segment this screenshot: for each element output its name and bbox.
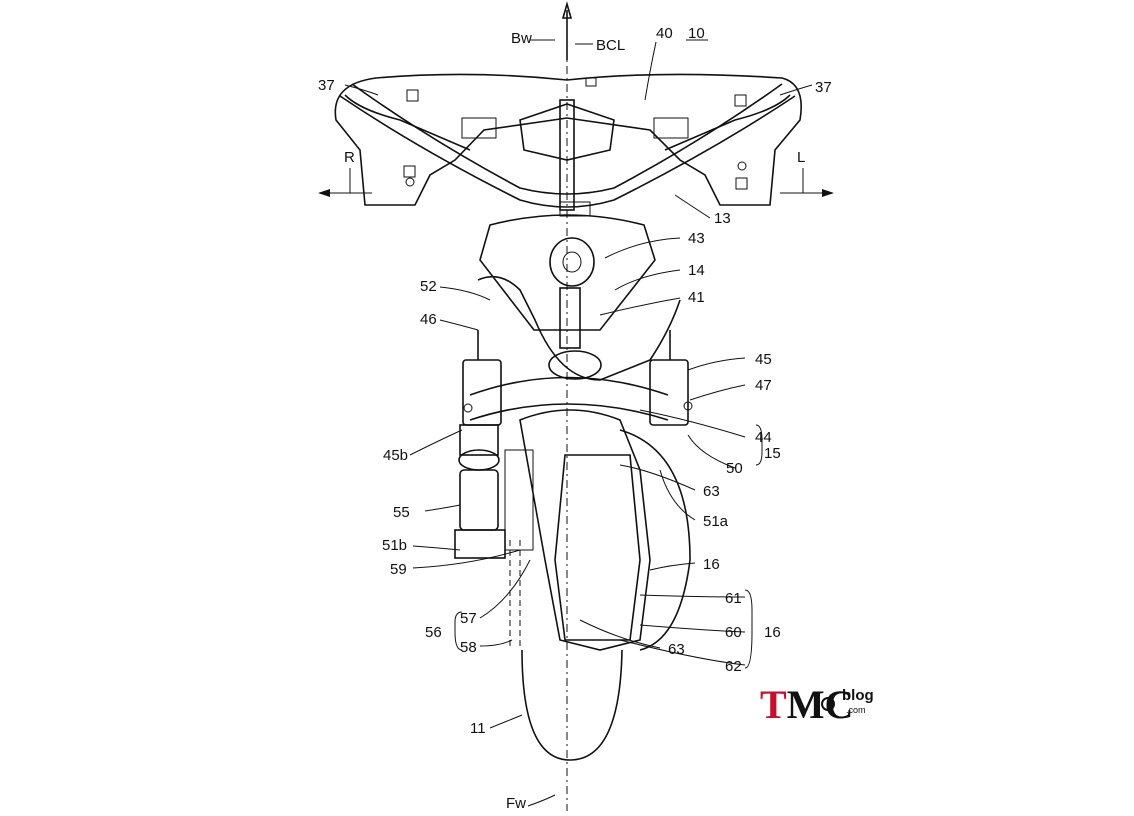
steering-stem (479, 99, 656, 380)
label-51a: 51a (703, 513, 729, 530)
watermark-logo: TMC blog .com (760, 682, 874, 727)
label-front: Fw (506, 795, 526, 811)
label-51b: 51b (382, 537, 407, 554)
label-15: 15 (764, 445, 781, 462)
label-left: L (797, 149, 805, 166)
label-right: R (344, 149, 355, 166)
watermark-wheel-icon (821, 697, 835, 711)
label-40: 40 (656, 25, 673, 42)
label-16-lower: 16 (764, 624, 781, 641)
label-62: 62 (725, 658, 742, 675)
shock-absorber (454, 424, 534, 559)
label-37-right: 37 (318, 77, 335, 94)
label-47: 47 (755, 377, 772, 394)
label-45b: 45b (383, 447, 408, 464)
part-labels: 10 40 37 37 13 43 14 41 52 46 45 47 44 1… (318, 25, 832, 737)
label-59: 59 (390, 561, 407, 578)
rear-carrier (334, 73, 802, 206)
label-44: 44 (755, 429, 772, 446)
label-46: 46 (420, 311, 437, 328)
label-63-upper: 63 (703, 483, 720, 500)
label-58: 58 (460, 639, 477, 656)
watermark-domain: .com (846, 705, 866, 715)
direction-arrow-left (780, 168, 834, 197)
label-16-upper: 16 (703, 556, 720, 573)
label-50: 50 (726, 460, 743, 477)
label-rear: Bw (511, 30, 532, 47)
front-wheel (509, 409, 691, 761)
label-10: 10 (688, 25, 705, 42)
label-41: 41 (688, 289, 705, 306)
direction-labels: Bw BCL R L Fw (344, 30, 805, 812)
label-55: 55 (393, 504, 410, 521)
label-63-lower: 63 (668, 641, 685, 658)
handlebar (339, 83, 796, 217)
label-13: 13 (714, 210, 731, 227)
label-11: 11 (470, 720, 486, 737)
label-57: 57 (460, 610, 477, 627)
label-45: 45 (755, 351, 772, 368)
label-center-line: BCL (596, 37, 625, 54)
label-60: 60 (725, 624, 742, 641)
label-43: 43 (688, 230, 705, 247)
center-line (561, 1, 573, 811)
leader-lines (344, 39, 813, 807)
label-52: 52 (420, 278, 437, 295)
watermark-brand: TMC (760, 682, 853, 727)
label-14: 14 (688, 262, 705, 279)
label-56: 56 (425, 624, 442, 641)
watermark-blog: blog (842, 687, 874, 704)
label-37-left: 37 (815, 79, 832, 96)
label-61: 61 (725, 590, 742, 607)
